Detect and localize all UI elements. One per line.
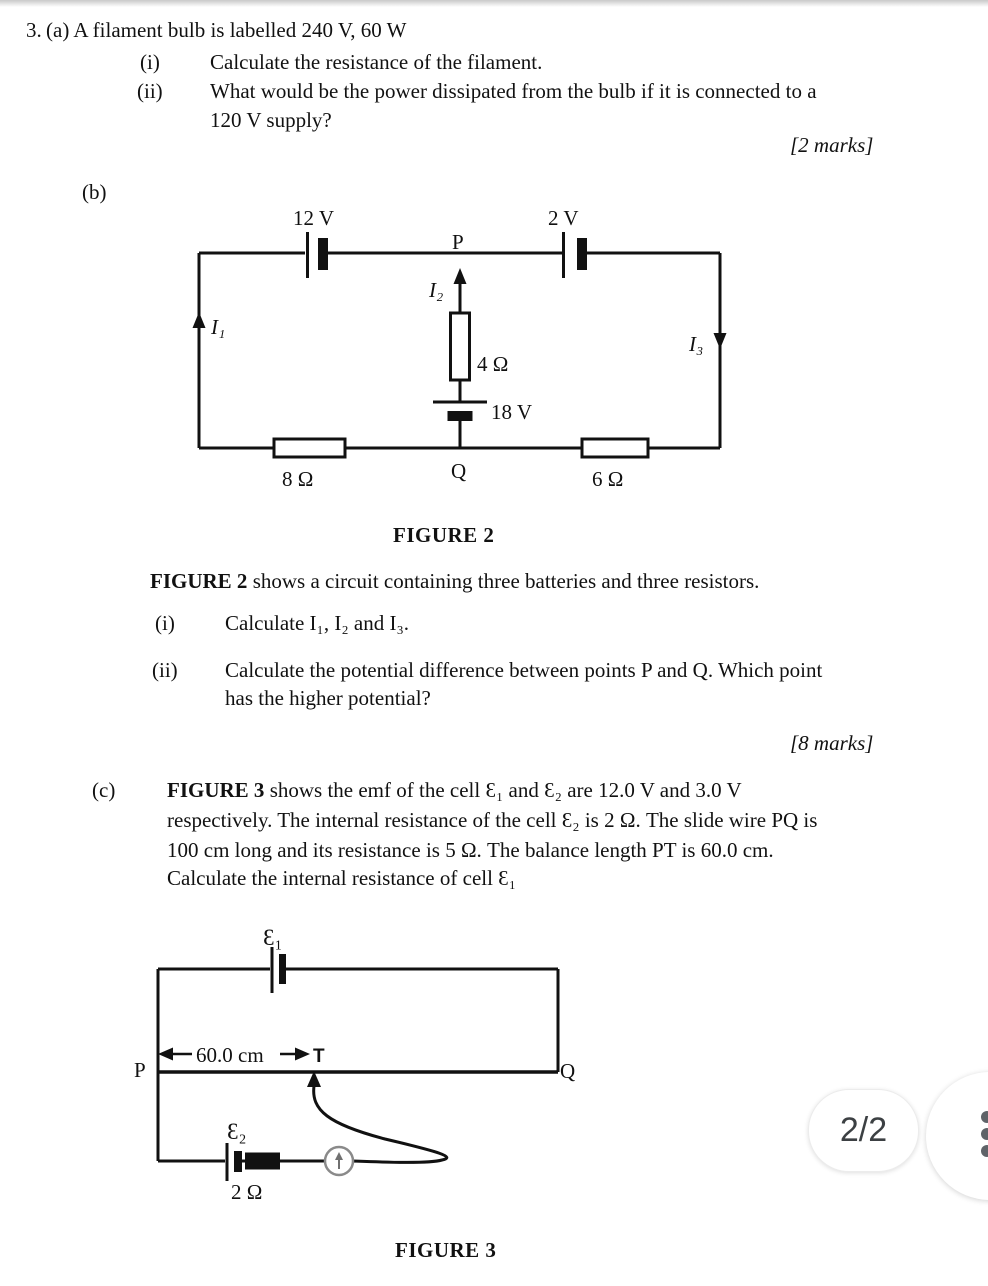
label-2v: 2 V: [548, 206, 579, 230]
figure2-caption: FIGURE 2: [393, 523, 495, 547]
battery-emf1-short-plate: [279, 954, 286, 984]
label-i1: I₁: [210, 315, 225, 339]
figure3-caption: FIGURE 3: [395, 1238, 497, 1262]
label-fig3-t: T: [313, 1046, 325, 1067]
page-edge-shade: [0, 0, 988, 7]
jockey-arrow-icon: [307, 1071, 321, 1087]
part-c-line3: 100 cm long and its resistance is 5 Ω. T…: [167, 838, 774, 862]
label-18v: 18 V: [491, 400, 532, 424]
part-c-line1-bold: FIGURE 3: [167, 778, 265, 802]
part-b-item-ii-text2: has the higher potential?: [225, 686, 431, 710]
battery-18v-short-plate: [447, 411, 473, 421]
label-8ohm: 8 Ω: [282, 467, 313, 491]
part-b-item-ii-label: (ii): [152, 658, 178, 682]
part-b-item-i-text: Calculate I₁, I₂ and I₃.: [225, 611, 410, 635]
label-12v: 12 V: [293, 206, 334, 230]
label-2ohm: 2 Ω: [231, 1180, 262, 1204]
part-a-line: (a) A filament bulb is labelled 240 V, 6…: [46, 18, 406, 42]
resistor-8ohm: [272, 437, 347, 459]
battery-12v-short-plate: [318, 238, 328, 270]
label-emf2: Ɛ₂: [227, 1119, 247, 1144]
current-arrow-i3-icon: [713, 333, 727, 349]
part-b-marks: [8 marks]: [790, 731, 874, 755]
label-i2: I₂: [428, 278, 443, 302]
part-c-line1-rest: shows the emf of the cell Ɛ₁ and Ɛ₂ are …: [264, 778, 742, 802]
label-point-q: Q: [451, 459, 466, 483]
battery-emf2-short-plate: [234, 1151, 242, 1172]
part-a-item-i-label: (i): [140, 50, 160, 74]
label-emf1: Ɛ₁: [263, 925, 283, 950]
part-c-line4: Calculate the internal resistance of cel…: [167, 866, 517, 890]
internal-resistor-block: [245, 1152, 280, 1170]
label-balance-length: 60.0 cm: [196, 1043, 264, 1067]
current-arrow-i1-icon: [192, 312, 206, 328]
part-c-line2: respectively. The internal resistance of…: [167, 808, 818, 832]
part-a-label: (a): [46, 18, 70, 42]
label-point-p: P: [452, 230, 464, 254]
current-arrow-i2-icon: [453, 268, 467, 284]
label-fig3-p: P: [134, 1058, 146, 1082]
part-a-marks: [2 marks]: [790, 133, 874, 157]
part-b-description-bold: FIGURE 2: [150, 569, 248, 593]
part-c-label: (c): [92, 778, 116, 802]
figure3-circuit: [156, 947, 560, 1181]
part-b-item-i-label: (i): [155, 611, 175, 635]
resistor-6ohm: [580, 437, 650, 459]
label-4ohm: 4 Ω: [477, 352, 508, 376]
part-b-description-rest: shows a circuit containing three batteri…: [247, 569, 760, 593]
label-i3: I₃: [688, 332, 703, 356]
question-number: 3.: [26, 18, 42, 42]
figure2-circuit: [192, 232, 727, 459]
page-indicator-badge: 2/2: [808, 1089, 919, 1172]
label-6ohm: 6 Ω: [592, 467, 623, 491]
resistor-4ohm: [449, 311, 471, 382]
part-b-description: FIGURE 2 shows a circuit containing thre…: [150, 569, 759, 593]
page-indicator-text: 2/2: [839, 1111, 888, 1149]
jockey-wire: [312, 1084, 449, 1164]
length-arrow-left-icon: [158, 1047, 173, 1061]
part-b-label: (b): [82, 180, 107, 204]
label-fig3-q: Q: [560, 1059, 575, 1083]
part-b-item-ii-text1: Calculate the potential difference betwe…: [225, 658, 823, 682]
part-c-line1: FIGURE 3 shows the emf of the cell Ɛ₁ an…: [167, 778, 742, 802]
part-a-item-ii-text2: 120 V supply?: [210, 108, 332, 132]
length-arrow-right-icon: [295, 1047, 310, 1061]
part-a-item-i-text: Calculate the resistance of the filament…: [210, 50, 543, 74]
part-a-item-ii-text1: What would be the power dissipated from …: [210, 79, 817, 103]
part-a-item-ii-label: (ii): [137, 79, 163, 103]
part-a-intro: A filament bulb is labelled 240 V, 60 W: [73, 18, 407, 42]
battery-2v-short-plate: [577, 238, 587, 270]
galvanometer-needle-head: [335, 1152, 343, 1160]
